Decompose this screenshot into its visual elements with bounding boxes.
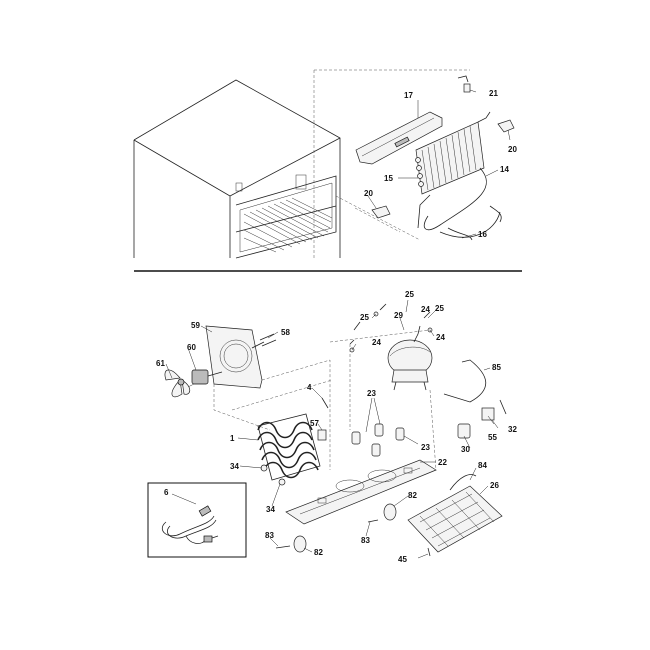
misc-small-parts (259, 333, 329, 486)
callout-25: 25 (435, 304, 444, 313)
bottom-dashed-lines (213, 329, 437, 471)
callout-82: 82 (314, 548, 323, 557)
callout-85: 85 (492, 363, 501, 372)
callout-24: 24 (421, 305, 430, 314)
top-small-parts (371, 75, 515, 241)
callout-21: 21 (489, 89, 498, 98)
callout-6: 6 (164, 488, 169, 497)
condenser-coil (257, 413, 321, 481)
callout-20: 20 (364, 189, 373, 198)
callout-29: 29 (394, 311, 403, 320)
callout-15: 15 (384, 174, 393, 183)
feet-and-screws (275, 503, 431, 557)
callout-83: 83 (265, 531, 274, 540)
callout-16: 16 (478, 230, 487, 239)
callout-4: 4 (307, 383, 312, 392)
callout-34: 34 (230, 462, 239, 471)
callout-1: 1 (230, 434, 235, 443)
callout-22: 22 (438, 458, 447, 467)
callout-32: 32 (508, 425, 517, 434)
callout-14: 14 (500, 165, 509, 174)
leader-lines (165, 89, 511, 559)
fan-shroud (205, 325, 265, 389)
callout-20: 20 (508, 145, 517, 154)
power-cord-inset (147, 482, 247, 558)
callout-24: 24 (436, 333, 445, 342)
cabinet-drawing (133, 69, 470, 259)
callout-17: 17 (404, 91, 413, 100)
defrost-heater (417, 167, 501, 238)
relay-overload (457, 399, 507, 439)
callout-55: 55 (488, 433, 497, 442)
fan-blade (164, 369, 191, 398)
drain-pan (407, 474, 503, 553)
compressor (387, 325, 433, 391)
tubing-85 (443, 359, 487, 403)
callout-23: 23 (367, 389, 376, 398)
callout-59: 59 (191, 321, 200, 330)
callout-24: 24 (372, 338, 381, 347)
callout-45: 45 (398, 555, 407, 564)
callout-84: 84 (478, 461, 487, 470)
evaporator-cover (355, 111, 443, 165)
callout-25: 25 (405, 290, 414, 299)
callout-82: 82 (408, 491, 417, 500)
fan-motor (185, 369, 223, 389)
evaporator-coil (415, 111, 491, 195)
base-plate (285, 459, 437, 525)
callout-60: 60 (187, 343, 196, 352)
callout-23: 23 (421, 443, 430, 452)
callout-26: 26 (490, 481, 499, 490)
callout-58: 58 (281, 328, 290, 337)
callout-61: 61 (156, 359, 165, 368)
callout-34: 34 (266, 505, 275, 514)
callout-30: 30 (461, 445, 470, 454)
callout-83: 83 (361, 536, 370, 545)
callout-labels: 21 17 20 14 15 20 16 25 25 25 29 24 24 2… (156, 89, 517, 564)
callout-25: 25 (360, 313, 369, 322)
callout-57: 57 (310, 419, 319, 428)
